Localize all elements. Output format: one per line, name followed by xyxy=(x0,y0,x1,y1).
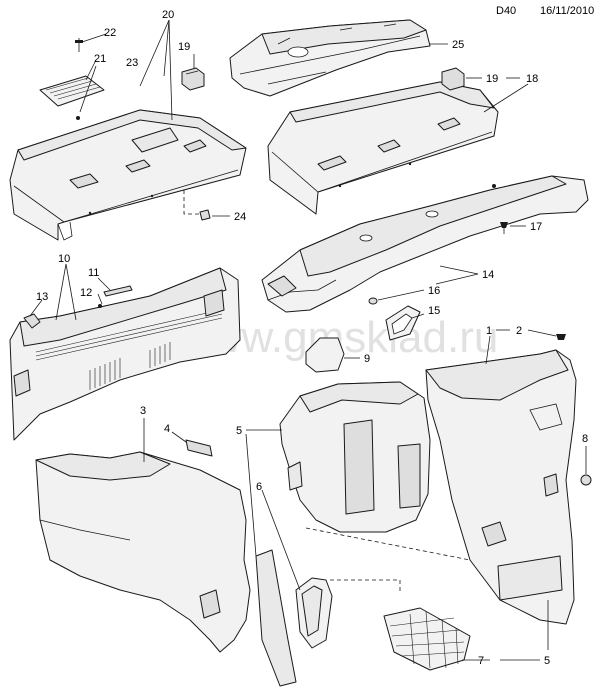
screw-8 xyxy=(580,474,592,486)
callout-12: 12 xyxy=(80,287,92,299)
rear-shelf-left xyxy=(9,109,247,241)
callout-4: 4 xyxy=(164,423,170,435)
clip-2 xyxy=(556,334,566,340)
cargo-net-7 xyxy=(383,607,471,671)
screw-17 xyxy=(500,222,508,234)
clip-11 xyxy=(103,285,133,297)
pad-9 xyxy=(305,337,345,373)
callout-19-left: 19 xyxy=(178,41,190,53)
clip-12 xyxy=(98,304,102,308)
bracket-15 xyxy=(385,305,421,341)
diagram-date: 16/11/2010 xyxy=(540,5,594,17)
pin-22 xyxy=(75,38,83,52)
callout-5-upper: 5 xyxy=(236,425,242,437)
right-wheelhouse-trim xyxy=(279,381,431,533)
speaker-grille-21 xyxy=(39,75,105,107)
clip-24 xyxy=(199,209,211,221)
callout-10: 10 xyxy=(58,253,70,265)
callout-6: 6 xyxy=(256,481,262,493)
screw-23 xyxy=(76,116,80,120)
callout-17: 17 xyxy=(530,221,542,233)
callout-13: 13 xyxy=(36,291,48,303)
callout-9: 9 xyxy=(364,353,370,365)
callout-14: 14 xyxy=(482,269,494,281)
left-quarter-trim xyxy=(35,451,297,687)
callout-24: 24 xyxy=(234,211,246,223)
callout-19-right: 19 xyxy=(486,73,498,85)
callout-20: 20 xyxy=(162,9,174,21)
rear-shelf-right xyxy=(267,81,499,215)
callout-16: 16 xyxy=(428,285,440,297)
shelf-cover-25 xyxy=(229,19,431,97)
callout-3: 3 xyxy=(140,405,146,417)
callout-5-lower: 5 xyxy=(544,655,550,667)
callout-21: 21 xyxy=(94,53,106,65)
callout-23: 23 xyxy=(126,57,138,69)
clip-4 xyxy=(185,439,213,457)
callout-1: 1 xyxy=(486,325,492,337)
callout-labels: 20 22 19 25 21 23 19 18 24 17 10 11 14 1… xyxy=(36,9,588,667)
clip-19-right xyxy=(441,67,465,91)
callout-18: 18 xyxy=(526,73,538,85)
leader-lines xyxy=(29,19,587,661)
right-quarter-trim xyxy=(425,349,577,625)
trunk-lid-trim xyxy=(261,175,589,313)
clip-19-left xyxy=(181,67,205,91)
wheelhouse-insert-6 xyxy=(295,577,333,649)
callout-25: 25 xyxy=(452,39,464,51)
clip-16 xyxy=(368,297,378,305)
rear-sill-panel xyxy=(9,267,241,441)
callout-8: 8 xyxy=(582,433,588,445)
callout-15: 15 xyxy=(428,305,440,317)
callout-2: 2 xyxy=(516,325,522,337)
callout-11: 11 xyxy=(88,267,99,279)
callout-7: 7 xyxy=(478,655,484,667)
diagram-code: D40 xyxy=(496,5,516,17)
callout-22: 22 xyxy=(104,27,116,39)
